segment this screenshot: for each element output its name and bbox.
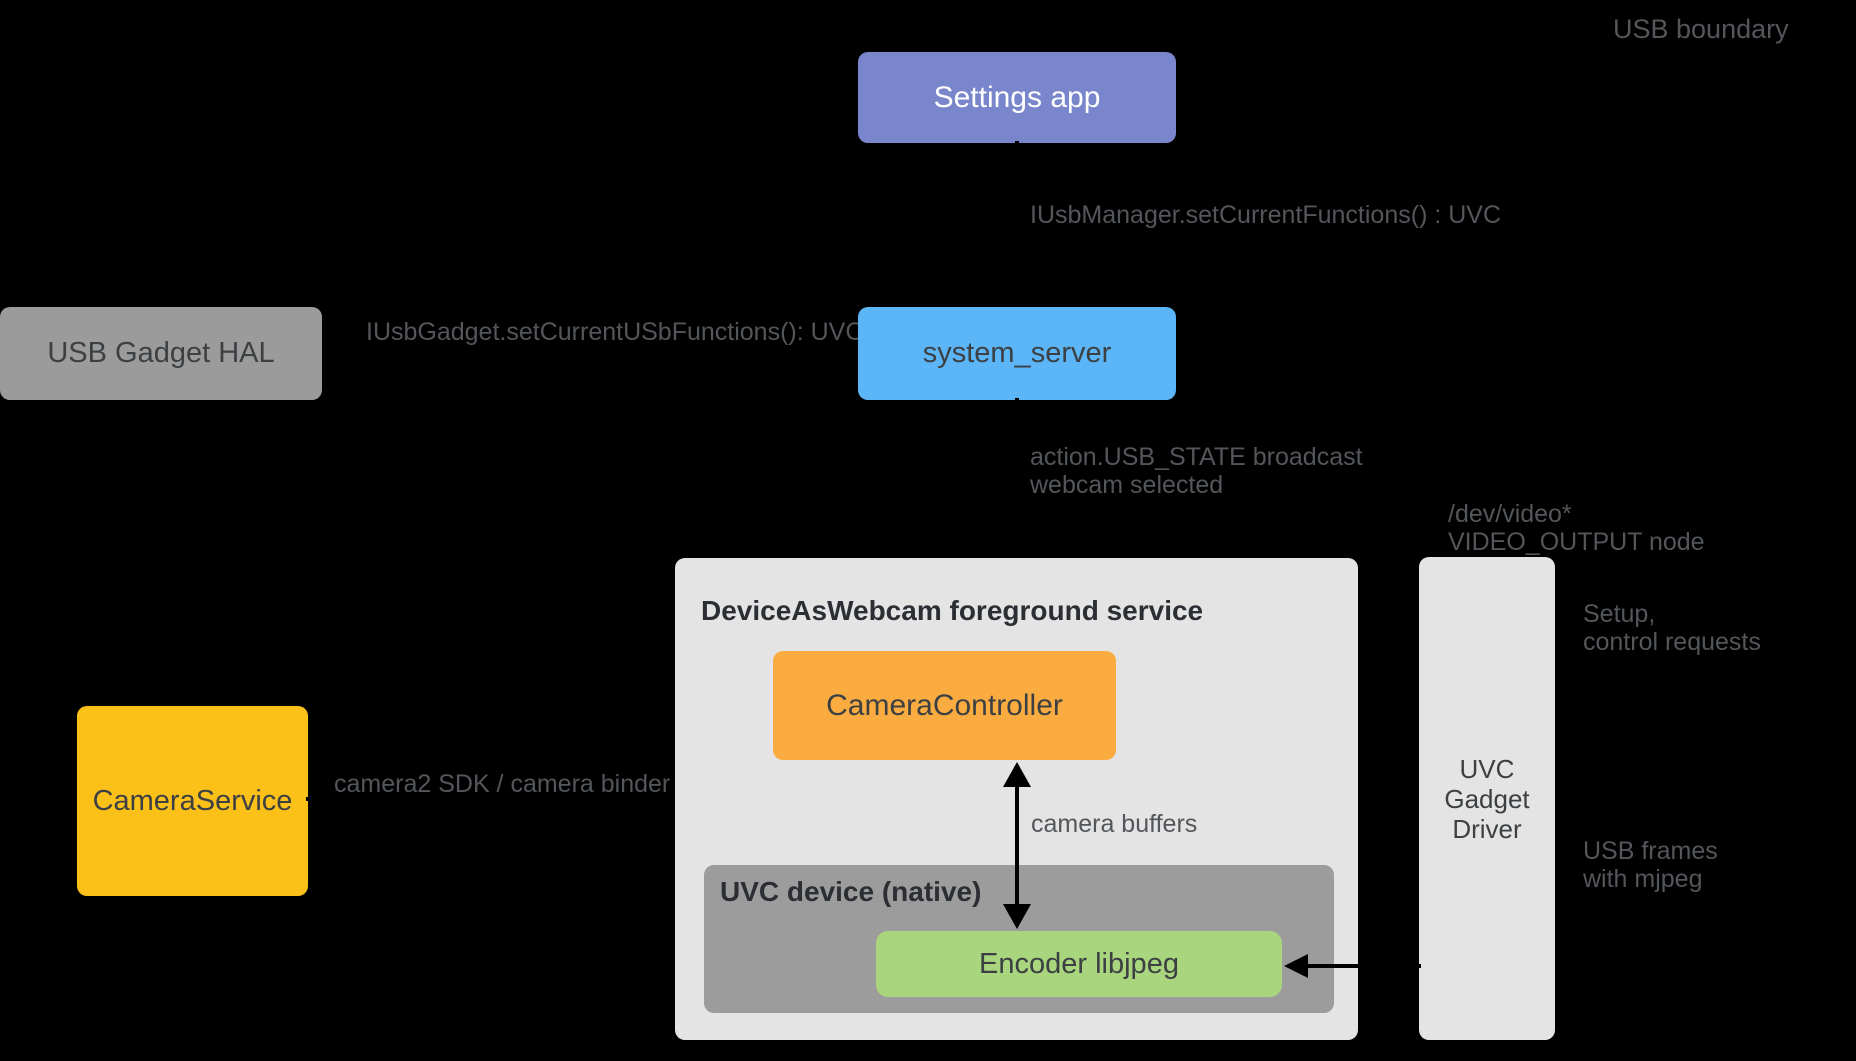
- arrow-camera-buffers-line: [1015, 775, 1019, 915]
- camera-controller-node: CameraController: [773, 651, 1116, 760]
- arrow-settings-to-systemserver-line: [1015, 141, 1019, 285]
- settings-app-node: Settings app: [858, 52, 1176, 143]
- arrow-camera-buffers-head-down: [1003, 904, 1031, 929]
- iusbmanager-label: IUsbManager.setCurrentFunctions() : UVC: [1030, 201, 1502, 229]
- system-server-node: system_server: [858, 307, 1176, 400]
- camera-service-node: CameraService: [77, 706, 308, 896]
- arrow-systemserver-to-service-line: [1015, 398, 1019, 534]
- arrow-camera-buffers-head-up: [1003, 762, 1031, 787]
- camera-buffers-label: camera buffers: [1031, 810, 1198, 838]
- uvc-gadget-driver-node: UVC Gadget Driver: [1419, 557, 1555, 1040]
- usb-boundary-label: USB boundary: [1613, 14, 1789, 44]
- dev-video-label-line2: VIDEO_OUTPUT node: [1448, 528, 1705, 556]
- arrow-settings-to-systemserver-head: [1003, 282, 1031, 307]
- dev-video-label-line1: /dev/video*: [1448, 500, 1572, 528]
- setup-label-line1: Setup,: [1583, 600, 1656, 628]
- arrow-gadget-to-encoder-head: [1284, 954, 1308, 978]
- arrow-cameraservice-to-service-line: [306, 797, 653, 801]
- arrow-gadget-to-encoder-line: [1308, 964, 1421, 968]
- usb-frames-label-line2: with mjpeg: [1583, 865, 1703, 893]
- uvc-device-native-title: UVC device (native): [720, 876, 982, 907]
- usb-state-label-line1: action.USB_STATE broadcast: [1030, 443, 1363, 471]
- uvc-gadget-driver-line1: UVC: [1459, 753, 1515, 784]
- arrow-systemserver-to-hal-line: [349, 352, 858, 356]
- foreground-service-title: DeviceAsWebcam foreground service: [701, 595, 1204, 626]
- arrow-cameraservice-to-service-head: [651, 787, 675, 811]
- iusbgadget-label: IUsbGadget.setCurrentUSbFunctions(): UVC: [366, 318, 864, 346]
- usb-frames-label-line1: USB frames: [1583, 837, 1718, 865]
- usb-gadget-hal-node: USB Gadget HAL: [0, 307, 322, 400]
- camera2-sdk-label: camera2 SDK / camera binder: [334, 770, 671, 798]
- arrow-systemserver-to-hal-head: [325, 342, 349, 366]
- uvc-gadget-driver-line3: Driver: [1452, 813, 1522, 844]
- uvc-gadget-driver-line2: Gadget: [1444, 783, 1530, 814]
- arrow-systemserver-to-service-head: [1003, 533, 1031, 558]
- encoder-libjpeg-node: Encoder libjpeg: [876, 931, 1282, 997]
- setup-label-line2: control requests: [1583, 628, 1761, 656]
- usb-state-label-line2: webcam selected: [1030, 471, 1224, 499]
